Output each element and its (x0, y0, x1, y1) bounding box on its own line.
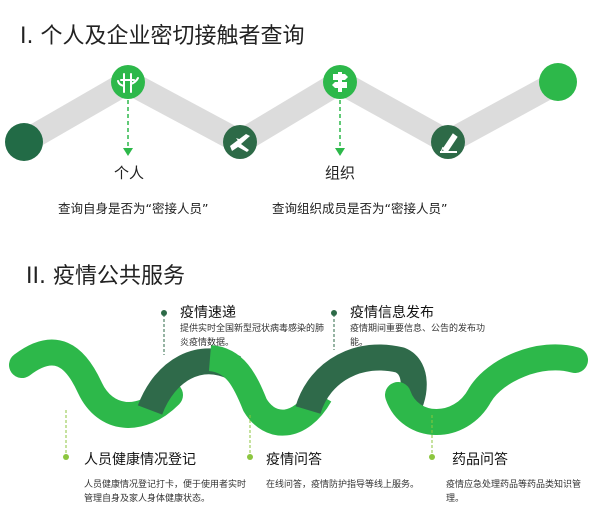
wave-dark-2 (295, 344, 427, 421)
service-desc-medicine: 疫情应急处理药品等药品类知识管理。 (446, 480, 582, 504)
service-desc-release: 疫情期间重要信息、公告的发布功能。 (350, 324, 486, 348)
callout-express (161, 310, 167, 355)
wave-light-left (9, 339, 183, 428)
section1-heading: I. 个人及企业密切接触者查询 (20, 24, 305, 49)
service-desc-health: 人员健康情况登记打卡，便于使用者实时管理自身及家人身体健康状态。 (84, 480, 247, 504)
service-title-medicine: 药品问答 (452, 452, 508, 468)
callout-medicine (429, 415, 435, 460)
pen-icon (440, 133, 458, 153)
wave-light-right (385, 344, 588, 435)
node-desc-organization: 查询组织成员是否为“密接人员” (272, 201, 448, 216)
wave-light-2 (207, 345, 332, 436)
service-desc-express: 提供实时全国新型冠状病毒感染的肺炎疫情数据。 (180, 324, 325, 348)
callout-qa (247, 415, 253, 460)
end-node (539, 63, 577, 101)
callout-release (331, 310, 337, 350)
section2-heading: II. 疫情公共服务 (26, 264, 185, 289)
zigzag-band (12, 70, 570, 154)
service-title-release: 疫情信息发布 (350, 305, 434, 321)
bamboo-icon (117, 73, 139, 93)
signpost-icon (332, 72, 348, 92)
arrow-organization (335, 100, 345, 156)
node-label-organization: 组织 (325, 164, 356, 182)
service-title-express: 疫情速递 (180, 305, 236, 321)
node-personal (111, 65, 145, 99)
start-node (5, 123, 43, 161)
airplane-icon (230, 134, 250, 152)
arrow-personal (123, 100, 133, 156)
service-desc-qa: 在线问答，疫情防护指导等线上服务。 (266, 480, 420, 490)
node-desc-personal: 查询自身是否为“密接人员” (58, 201, 209, 216)
service-title-qa: 疫情问答 (266, 452, 322, 468)
node-label-personal: 个人 (114, 164, 145, 182)
service-title-health: 人员健康情况登记 (84, 452, 196, 468)
callout-health (63, 410, 69, 460)
